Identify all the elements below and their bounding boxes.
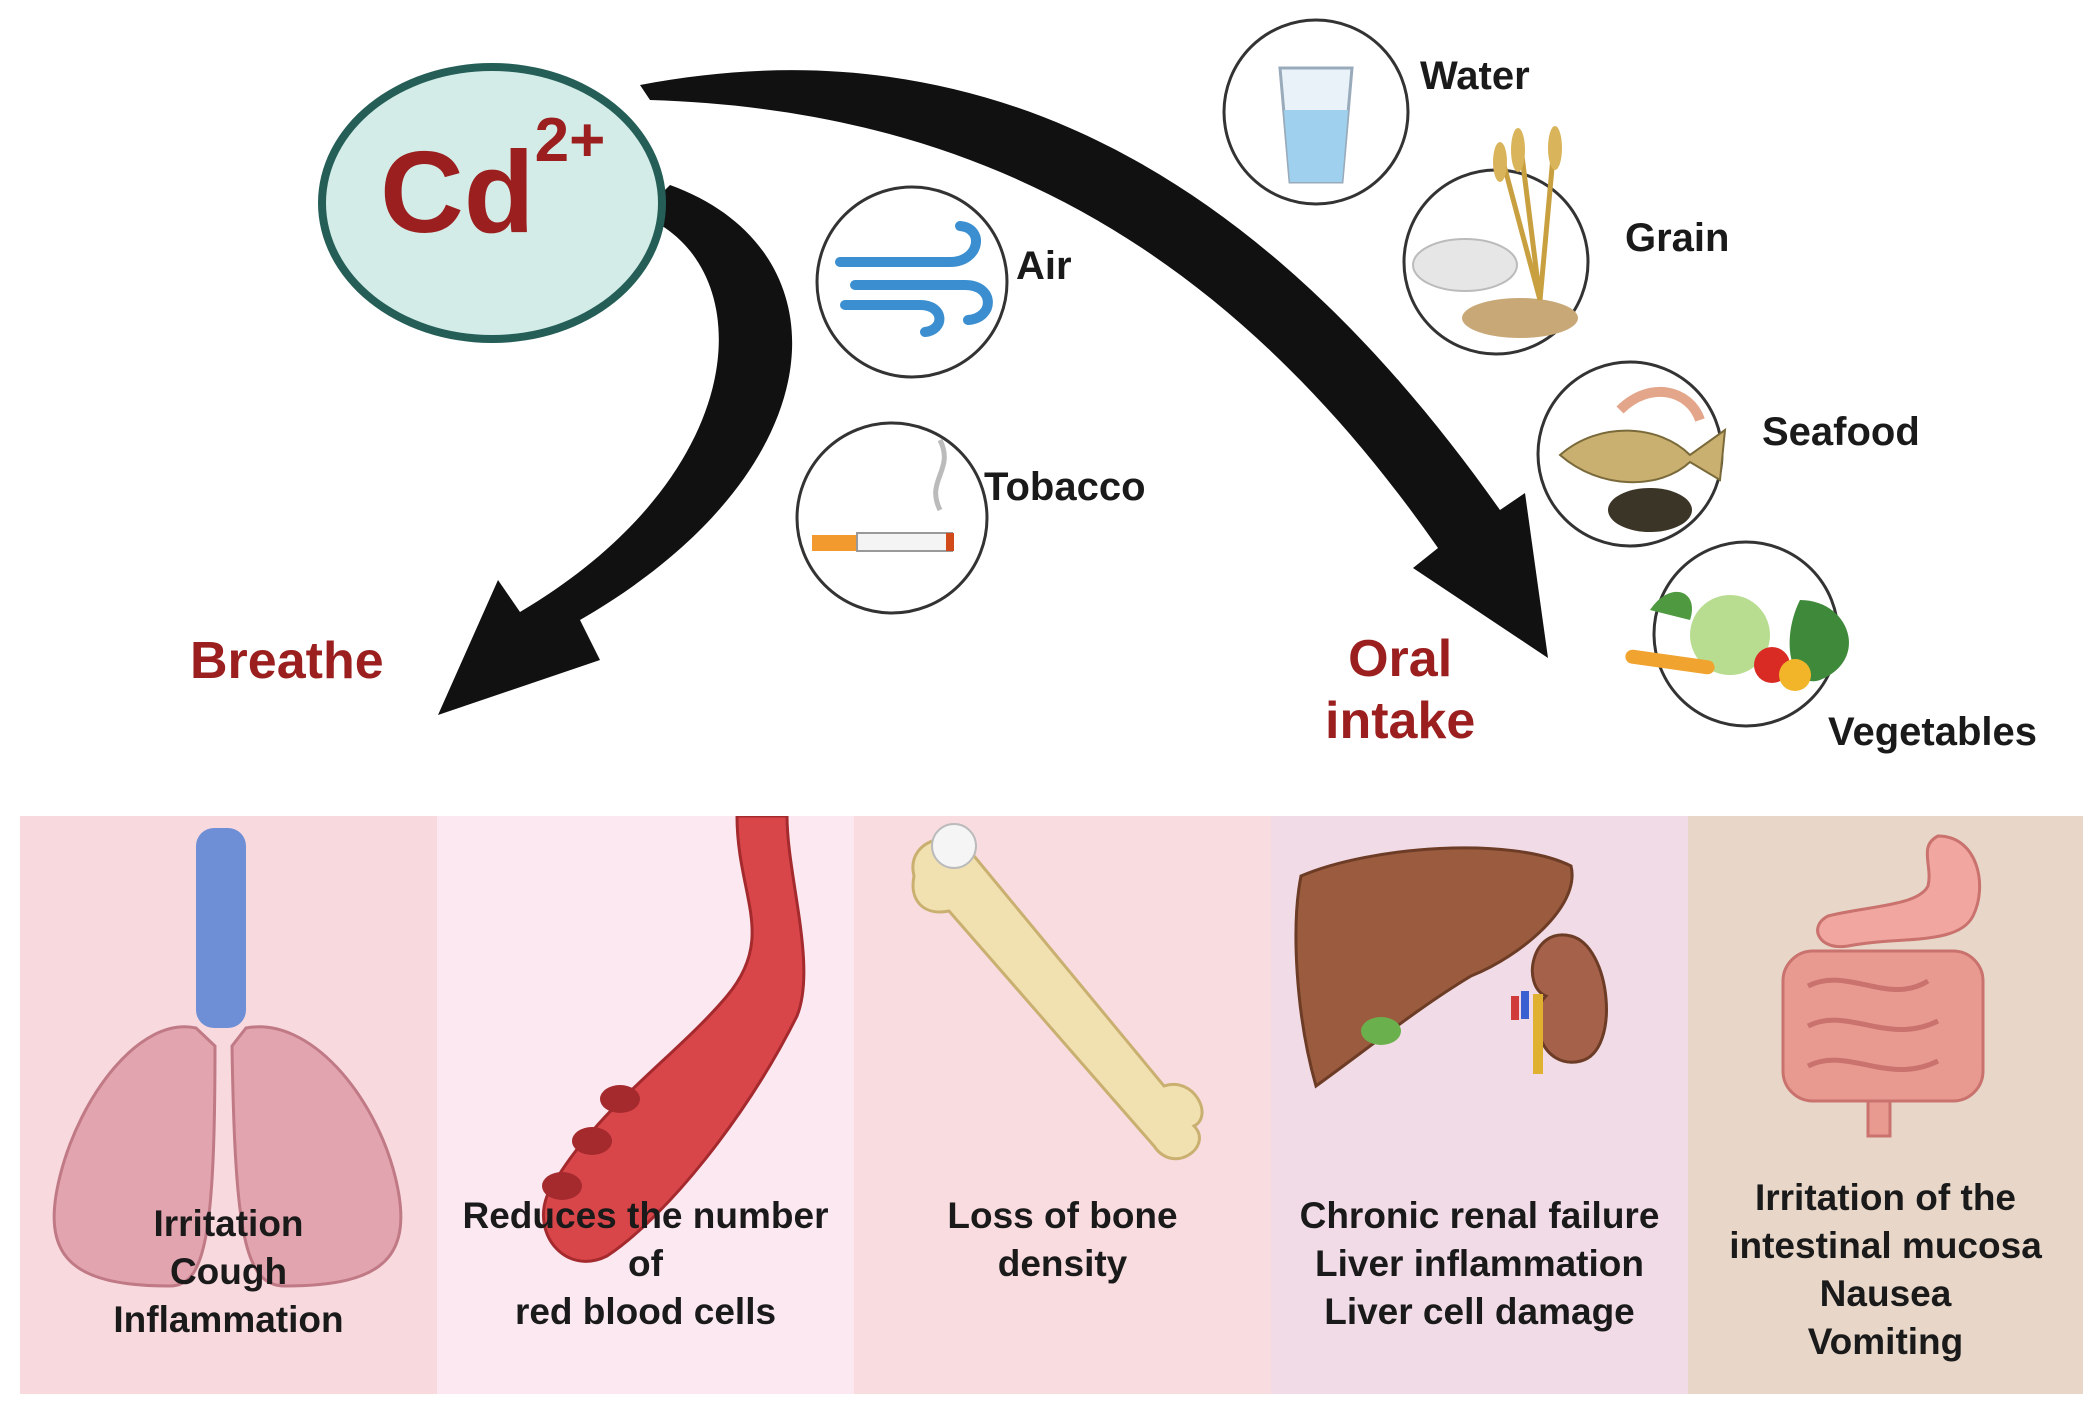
effect-line: Inflammation: [113, 1299, 344, 1340]
oral-intake-arrow: [640, 70, 1548, 658]
grain-icon: [1402, 126, 1590, 356]
oral-intake-line-1: Oral: [1348, 630, 1453, 688]
fish-icon: [1536, 360, 1727, 548]
effect-line: Cough: [169, 1251, 288, 1292]
effect-caption-lungs: Irritation Cough Inflammation: [20, 1200, 437, 1344]
effect-panel-intestine: Irritation of the intestinal mucosa Naus…: [1688, 816, 2083, 1394]
effect-panel-bone: Loss of bone density: [854, 816, 1271, 1394]
grain-label: Grain: [1625, 216, 1730, 260]
effect-caption-blood: Reduces the number of red blood cells: [437, 1192, 854, 1336]
breathe-route-label: Breathe: [190, 632, 384, 690]
effect-line: Irritation of the: [1754, 1177, 2017, 1218]
water-label: Water: [1420, 54, 1530, 98]
effect-line: Chronic renal failure: [1299, 1195, 1660, 1236]
effect-line: red blood cells: [514, 1291, 777, 1332]
effect-line: Nausea: [1819, 1273, 1952, 1314]
effect-line: Vomiting: [1807, 1321, 1964, 1362]
effect-panel-liver-kidney: Chronic renal failure Liver inflammation…: [1271, 816, 1688, 1394]
breathe-arrow: [438, 185, 793, 715]
ion-charge: 2+: [534, 106, 606, 175]
seafood-label: Seafood: [1762, 410, 1920, 454]
effect-line: density: [997, 1243, 1128, 1284]
oral-intake-line-2: intake: [1325, 692, 1476, 751]
vegetables-icon: [1625, 540, 1849, 728]
water-glass-icon: [1222, 18, 1410, 206]
ion-symbol: Cd: [380, 127, 535, 257]
cigarette-icon: [795, 421, 989, 615]
effect-panel-blood: Reduces the number of red blood cells: [437, 816, 854, 1394]
vegetables-label: Vegetables: [1828, 710, 2038, 754]
lungs-icon: [52, 828, 403, 1288]
source-icons: [795, 18, 1849, 728]
effect-line: of: [628, 1243, 663, 1284]
liver-kidney-icon: [1294, 846, 1608, 1089]
effect-caption-liver-kidney: Chronic renal failure Liver inflammation…: [1271, 1192, 1688, 1336]
wind-icon: [815, 185, 1009, 379]
intestine-icon: [1781, 834, 1985, 1138]
effect-line: intestinal mucosa: [1729, 1225, 2042, 1266]
oral-intake-route-label: Oral intake: [1325, 628, 1475, 753]
effect-caption-intestine: Irritation of the intestinal mucosa Naus…: [1688, 1174, 2083, 1366]
exposure-arrows: [438, 70, 1548, 715]
cadmium-ion-circle: Cd2+: [318, 63, 666, 343]
tobacco-label: Tobacco: [984, 465, 1146, 509]
effect-line: Liver inflammation: [1315, 1243, 1644, 1284]
effect-panel-lungs: Irritation Cough Inflammation: [20, 816, 437, 1394]
effect-line: Liver cell damage: [1324, 1291, 1635, 1332]
effect-line: Loss of bone: [947, 1195, 1178, 1236]
effect-line: Reduces the number: [462, 1195, 829, 1236]
air-label: Air: [1016, 244, 1072, 288]
effect-line: Irritation: [153, 1203, 304, 1244]
effect-caption-bone: Loss of bone density: [854, 1192, 1271, 1288]
bone-icon: [911, 823, 1204, 1161]
blood-vessel-icon: [541, 816, 806, 1263]
